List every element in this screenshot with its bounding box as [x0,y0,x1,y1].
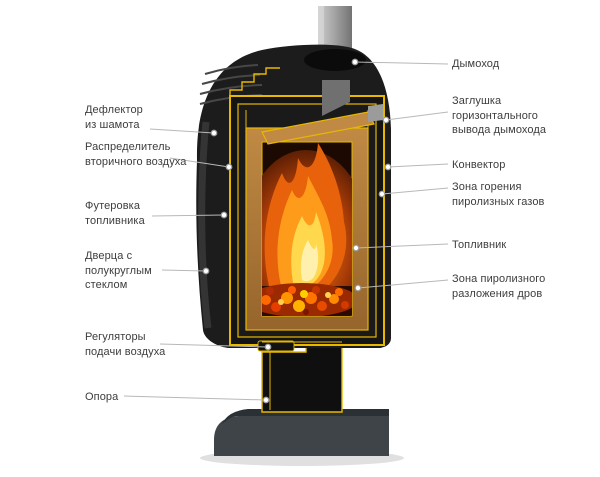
label-firebox: Топливник [452,239,507,251]
label-pyrolysis-gas-zone: Зона горения пиролизных газов [452,181,545,208]
body-left-highlight [198,121,212,329]
label-wood-decomposition-zone: Зона пиролизного разложения дров [452,273,546,300]
base-plate [214,409,389,456]
leader-regulators [159,343,269,348]
flame-hot-spot [300,240,319,282]
leader-air-distributor [169,157,230,168]
label-chimney: Дымоход [452,58,500,70]
leader-lines [123,61,449,401]
embers [262,283,352,316]
leader-gas-zone [381,187,449,195]
label-convector: Конвектор [452,159,506,171]
label-air-distributor: Распределитель вторичного воздуха [85,141,187,168]
fire-interior [262,143,352,316]
label-door: Дверца с полукруглым стеклом [85,250,152,292]
leader-firebox [355,243,449,249]
label-deflector: Дефлектор из шамота [85,104,143,131]
deflector-plate [261,111,375,145]
label-regulators: Регуляторы подачи воздуха [85,331,166,358]
horizontal-outlet-plug [368,104,383,122]
inner-pipe-cut [322,80,350,116]
lid-cut-steps [229,67,280,96]
leader-lining [151,214,225,217]
leader-dots [202,58,392,404]
label-support: Опора [85,391,119,403]
leader-plug [385,111,449,121]
leader-convector [387,163,449,168]
leader-decomposition-zone [357,279,449,289]
leader-chimney [354,61,449,65]
leader-support [123,395,267,401]
leader-door [161,269,207,272]
chimney-collar [304,49,366,71]
label-plug: Заглушка горизонтального вывода дымохода [452,95,547,137]
leader-deflector [149,128,215,134]
label-lining: Футеровка топливника [85,200,145,227]
pedestal-column [261,341,343,413]
